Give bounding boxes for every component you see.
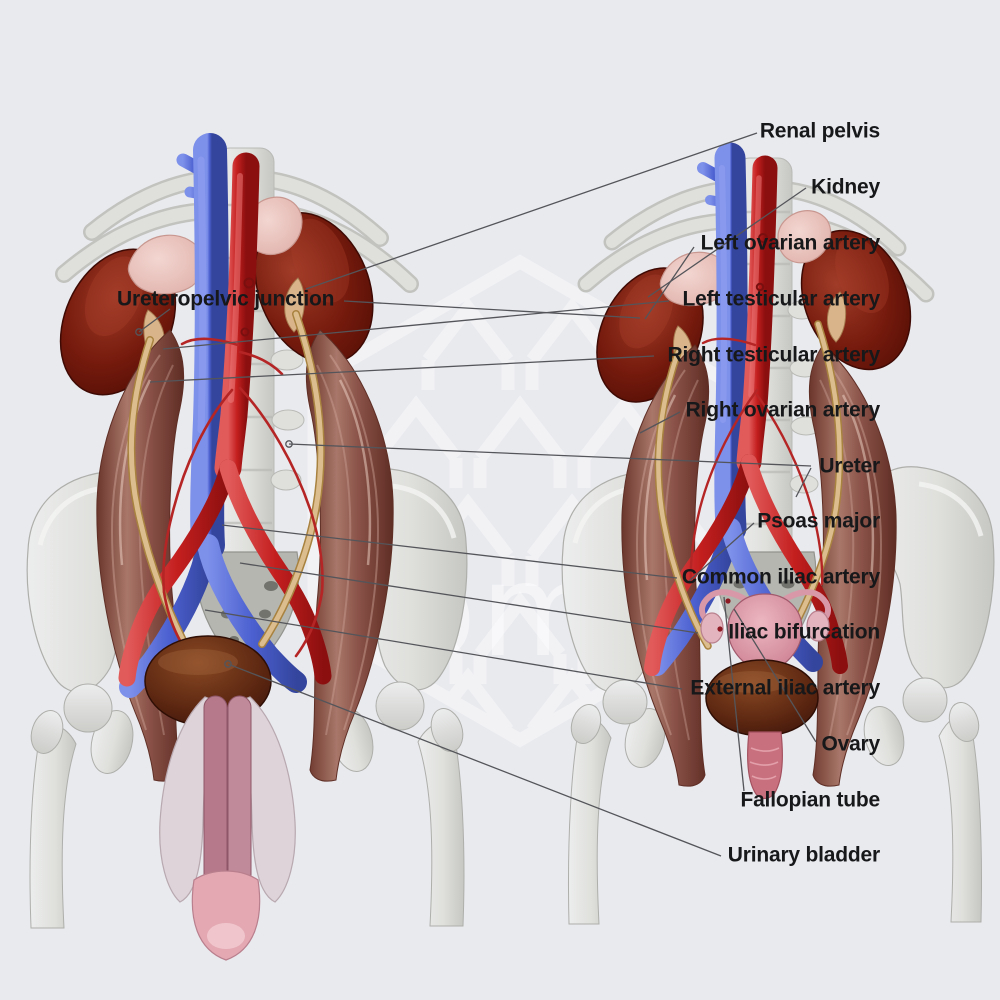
ovary-left xyxy=(700,612,724,644)
leader-ureter-long xyxy=(288,443,812,467)
ovary-right xyxy=(806,610,830,642)
label-ureter: Ureter xyxy=(819,454,880,478)
female-urinary-bladder xyxy=(705,659,819,737)
label-right-testicular-artery: Right testicular artery xyxy=(667,343,881,367)
label-left-ovarian-artery: Left ovarian artery xyxy=(700,231,881,255)
label-urinary-bladder: Urinary bladder xyxy=(727,843,880,867)
male-glans-tip xyxy=(207,923,245,949)
label-external-iliac-artery: External iliac artery xyxy=(690,676,880,700)
leader-renal-pelvis xyxy=(305,132,758,290)
male-testicular-arteries xyxy=(162,337,324,658)
label-psoas-major: Psoas major xyxy=(757,509,880,533)
leader-urinary-bladder xyxy=(227,663,722,857)
male-adrenal-left xyxy=(127,234,204,295)
label-left-testicular-artery: Left testicular artery xyxy=(682,287,880,311)
leader-upj-left xyxy=(138,308,171,333)
female-psoas-right xyxy=(808,344,897,787)
leader-fallopian-tube xyxy=(723,596,745,792)
leader-ovary xyxy=(733,608,817,743)
fallopian-tube-right xyxy=(775,589,832,621)
leader-iliac-bifurcation xyxy=(239,562,699,634)
female-femur-right xyxy=(902,677,982,923)
leader-right-ovarian-artery xyxy=(639,411,681,434)
female-figure xyxy=(561,142,995,925)
female-renal-pelvis-right xyxy=(827,291,847,343)
male-femur-left xyxy=(29,683,113,929)
female-femur-left xyxy=(568,679,648,925)
tube-vessel-dot-2 xyxy=(717,626,723,632)
marker-ureter xyxy=(285,440,293,448)
label-ovary: Ovary xyxy=(821,732,880,756)
label-kidney: Kidney xyxy=(811,175,880,199)
male-femur-right xyxy=(375,681,465,927)
female-psoas-left xyxy=(621,344,710,787)
female-vagina xyxy=(747,731,783,800)
female-kidney-right xyxy=(800,229,912,371)
label-fallopian-tube: Fallopian tube xyxy=(740,788,880,812)
leader-common-iliac-artery xyxy=(221,524,678,579)
leader-right-testicular-artery xyxy=(149,355,655,383)
male-figure xyxy=(26,133,468,961)
fallopian-tube-left xyxy=(698,589,755,621)
label-iliac-bifurcation: Iliac bifurcation xyxy=(728,620,880,644)
label-common-iliac-artery: Common iliac artery xyxy=(681,565,880,589)
female-ovarian-arteries xyxy=(689,337,824,586)
female-adrenal-right xyxy=(777,210,832,264)
leader-external-iliac-artery xyxy=(204,609,683,690)
marker-upj xyxy=(135,328,143,336)
male-genitalia xyxy=(159,695,296,961)
leader-left-ovarian-artery xyxy=(644,246,695,320)
male-penis-shaft-2 xyxy=(227,695,252,887)
leader-lines xyxy=(135,132,817,857)
leader-ureter-short xyxy=(795,467,812,498)
label-renal-pelvis: Renal pelvis xyxy=(759,119,880,143)
tube-vessel-dot xyxy=(725,598,731,604)
female-pelvis xyxy=(561,466,995,768)
leader-left-testicular-artery xyxy=(162,300,670,350)
female-reproductive-organs xyxy=(698,589,832,689)
marker-bladder xyxy=(224,660,232,668)
leader-upj-right xyxy=(343,300,641,319)
male-penis-shaft xyxy=(203,695,228,887)
female-inferior-vena-cava xyxy=(647,142,823,676)
label-ureteropelvic-junction: Ureteropelvic junction xyxy=(117,287,335,311)
leader-kidney xyxy=(647,187,807,298)
female-ureters xyxy=(654,320,844,650)
label-right-ovarian-artery: Right ovarian artery xyxy=(685,398,881,422)
leader-psoas-major xyxy=(687,522,755,583)
